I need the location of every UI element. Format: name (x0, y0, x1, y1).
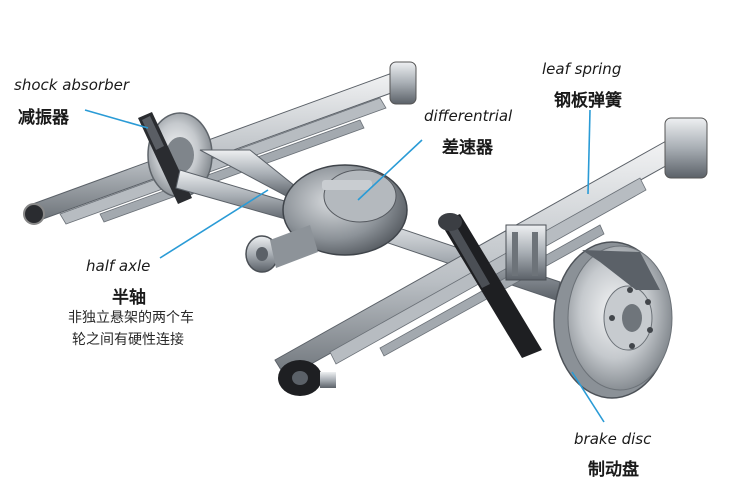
spring-eye-left (23, 203, 45, 225)
leaf-spring-label-zh: 钢板弹簧 (554, 91, 622, 111)
leaf-spring-label-en: leaf spring (542, 60, 622, 78)
leader-leaf-spring (587, 109, 591, 195)
half-axle-note-line2: 轮之间有硬性连接 (72, 332, 184, 348)
spring-shackle-top (389, 61, 417, 105)
leader-brake-disc (571, 371, 605, 423)
differential-housing (245, 164, 408, 273)
brake-disc-label-en: brake disc (574, 430, 652, 448)
shock-absorber-label-en: shock absorber (14, 76, 129, 94)
leader-shock-absorber (84, 109, 149, 129)
shock-absorber-front (438, 213, 542, 358)
half-axle-note-line1: 非独立悬架的两个车 (68, 310, 194, 326)
half-axle-label-zh: 半轴 (112, 288, 146, 308)
brake-disc-label-zh: 制动盘 (588, 460, 639, 480)
leader-differential (357, 139, 423, 201)
u-bolt-bracket (505, 224, 547, 281)
half-axle-label-en: half axle (86, 257, 151, 275)
brake-disc (553, 241, 673, 399)
leader-half-axle (159, 189, 269, 259)
differential-label-en: differentrial (424, 107, 513, 125)
shock-absorber-label-zh: 减振器 (18, 108, 69, 128)
leader-lines (84, 109, 605, 423)
differential-label-zh: 差速器 (442, 138, 493, 158)
spring-shackle-front (664, 117, 708, 179)
